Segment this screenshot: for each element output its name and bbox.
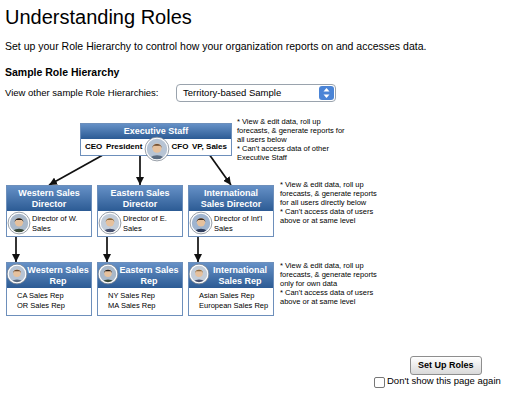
role-member: European Sales Rep <box>199 301 271 311</box>
hierarchy-arrow <box>106 237 108 262</box>
role-holder: Director of W. Sales <box>32 214 89 233</box>
role-body: NY Sales RepMA Sales Rep <box>98 288 182 315</box>
role-member: Asian Sales Rep <box>199 291 271 301</box>
role-member: CFO <box>172 142 189 152</box>
intro-text: Set up your Role Hierarchy to control ho… <box>5 40 525 53</box>
person-photo <box>98 211 122 235</box>
role-title: International Sales Director <box>189 186 273 211</box>
role-member: CA Sales Rep <box>17 291 89 301</box>
role-member: MA Sales Rep <box>108 301 180 311</box>
role-title: Western Sales Rep <box>7 263 91 288</box>
person-photo <box>144 136 170 162</box>
role-member: NY Sales Rep <box>108 291 180 301</box>
push-button: Set Up Roles <box>410 356 482 375</box>
person-photo <box>189 211 213 235</box>
dropdown-box: Territory-based Sample <box>176 84 336 102</box>
role-title: Western Sales Director <box>7 186 91 211</box>
hierarchy-arrow <box>197 237 199 262</box>
role-body: CA Sales RepOR Sales Rep <box>7 288 91 315</box>
access-note: * View & edit data, roll up forecasts, &… <box>280 181 384 207</box>
person-photo <box>6 263 28 285</box>
hierarchy-arrow <box>210 156 231 186</box>
access-note: * Can't access data of other Executive S… <box>237 145 347 163</box>
role-title: Eastern Sales Rep <box>98 263 182 288</box>
hierarchy-arrow <box>49 156 102 186</box>
role-title: Executive Staff <box>81 124 231 139</box>
role-title: Eastern Sales Director <box>98 186 182 211</box>
hierarchy-arrow <box>139 156 141 186</box>
role-box: International Sales RepAsian Sales RepEu… <box>188 262 274 316</box>
role-box: Executive StaffCEO President CFOVP, Sales <box>80 123 232 156</box>
role-holder: Director of Int'l Sales <box>214 214 271 233</box>
role-holder: Director of E. Sales <box>123 214 180 233</box>
role-box: Western Sales RepCA Sales RepOR Sales Re… <box>6 262 92 316</box>
access-note: * Can't access data of users above or at… <box>280 208 384 226</box>
role-title: International Sales Rep <box>189 263 273 288</box>
role-member: President <box>106 142 142 152</box>
role-box: Eastern Sales DirectorDirector of E. Sal… <box>97 185 183 237</box>
role-member: CEO <box>85 142 102 152</box>
person-photo <box>7 211 31 235</box>
access-note: * View & edit data, roll up forecasts, &… <box>237 118 347 144</box>
person-photo <box>97 263 119 285</box>
button-caption: Set Up Roles <box>411 357 481 374</box>
hierarchy-arrow <box>15 237 17 262</box>
person-photo <box>188 263 210 285</box>
role-member: OR Sales Rep <box>17 301 89 311</box>
field-label: View other sample Role Hierarchies: <box>5 87 158 99</box>
checkbox-label: Don't show this page again <box>387 375 501 387</box>
role-box: Eastern Sales RepNY Sales RepMA Sales Re… <box>97 262 183 316</box>
role-body: Asian Sales RepEuropean Sales Rep <box>189 288 273 315</box>
page-title: Understanding Roles <box>5 5 192 29</box>
role-box: International Sales DirectorDirector of … <box>188 185 274 237</box>
dropdown-value: Territory-based Sample <box>177 85 335 101</box>
role-member: VP, Sales <box>192 142 227 152</box>
access-note: * View & edit data, roll up forecasts, &… <box>280 262 384 288</box>
dropdown-arrows <box>319 86 334 100</box>
access-note: * Can't access data of users above or at… <box>280 289 384 307</box>
role-box: Western Sales DirectorDirector of W. Sal… <box>6 185 92 237</box>
checkbox <box>374 377 385 388</box>
section-heading: Sample Role Hierarchy <box>5 66 119 79</box>
